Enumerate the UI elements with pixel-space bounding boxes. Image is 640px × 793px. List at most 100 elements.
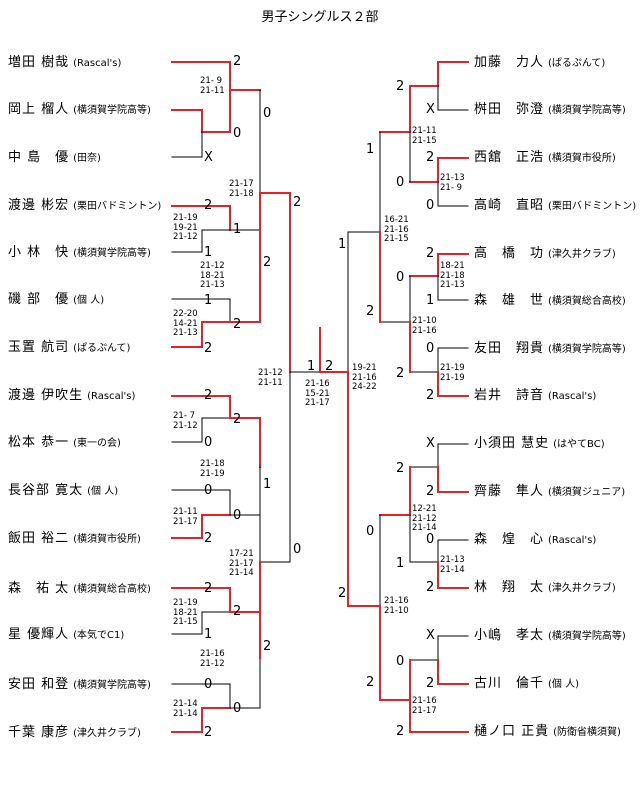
result-watanabe2: 2 <box>204 388 213 403</box>
line-r-ga1 <box>379 85 411 133</box>
result-r-sf-a: 1 <box>338 237 347 252</box>
result-chiba-r2: 0 <box>233 701 242 716</box>
left-player-5: 小 林 快(横須賀学院高等) <box>8 245 151 260</box>
right-player-9: 小須田 慧史(はやてBC) <box>474 436 605 451</box>
right-player-3: 西舘 正浩(横須賀市役所) <box>474 150 616 165</box>
score-l-l: 21-16 21-12 <box>200 649 225 669</box>
result-masuda: 2 <box>233 54 242 69</box>
line-l-yasuda <box>171 683 231 709</box>
line-l-matsumoto <box>171 417 231 443</box>
line-r-furukawa <box>437 659 469 685</box>
left-player-13: 星 優輝人(本気でC1) <box>8 627 125 642</box>
score-r-d: 18-21 21-18 21-13 <box>440 261 465 290</box>
line-l-gb2 <box>229 275 261 323</box>
right-player-12: 林 翔 太(津久井クラブ) <box>474 580 616 595</box>
score-r-g: 12-21 21-12 21-14 <box>412 504 437 533</box>
line-l-masuda <box>171 61 231 91</box>
result-kato-r2: 2 <box>396 79 405 94</box>
left-player-4: 渡邊 彬宏(栗田バドミントン) <box>8 198 162 213</box>
right-player-5: 高 橋 功(津久井クラブ) <box>474 246 616 261</box>
result-saito: 2 <box>426 484 435 499</box>
result-final-right: 2 <box>325 359 334 374</box>
score-l-g: 21- 7 21-12 <box>173 411 198 431</box>
result-qf-c: 1 <box>263 477 272 492</box>
result-r-qf-c: 0 <box>366 524 375 539</box>
score-r-i: 21-16 21-10 <box>384 596 409 616</box>
line-l-hasebe <box>171 489 231 516</box>
line-l-okagami <box>171 89 231 133</box>
score-l-j: 17-21 21-17 21-14 <box>229 549 254 578</box>
result-r-qf-a: 1 <box>366 142 375 157</box>
left-player-15: 千葉 康彦(津久井クラブ) <box>8 725 141 740</box>
line-l-kobayashi <box>171 229 231 253</box>
score-r-c: 16-21 21-16 21-15 <box>384 215 409 244</box>
line-l-gc1 <box>229 417 261 468</box>
result-kobayashi-r2: 1 <box>233 222 242 237</box>
score-r-j: 21-16 21-17 <box>412 696 437 716</box>
score-l-d: 21-12 18-21 21-13 <box>200 261 225 290</box>
line-r-iwai <box>437 371 469 397</box>
line-r-gc1 <box>379 466 411 516</box>
right-player-15: 樋ノ口 正貴(防衛省横須賀) <box>474 724 621 739</box>
score-final: 21-16 15-21 21-17 <box>305 379 330 408</box>
result-qf-d: 2 <box>263 639 272 654</box>
right-player-2: 桝田 弥澄(横須賀学院高等) <box>474 102 626 117</box>
result-sf-a: 2 <box>293 195 302 210</box>
left-player-6: 磯 部 優(個 人) <box>8 292 105 307</box>
line-r-saito <box>437 466 469 493</box>
line-r-mori <box>437 275 469 301</box>
result-r-mori: 1 <box>426 293 435 308</box>
line-l-iida <box>171 514 231 539</box>
result-iida: 2 <box>204 531 213 546</box>
line-r-masuda <box>437 85 469 111</box>
result-mori-r2: 2 <box>233 604 242 619</box>
right-player-1: 加藤 力人(ぱるぷんて) <box>474 55 606 70</box>
result-kojima: X <box>426 628 435 643</box>
result-saito-r2: 2 <box>396 461 405 476</box>
left-player-10: 長谷部 寛太(個 人) <box>8 483 119 498</box>
right-player-7: 友田 翔貴(横須賀学院高等) <box>474 341 626 356</box>
left-player-7: 玉置 航司(ぱるぷんて) <box>8 340 131 355</box>
score-r-a: 21-11 21-15 <box>412 126 437 146</box>
result-okagami: 0 <box>233 126 242 141</box>
score-l-f: 21-12 21-11 <box>258 368 283 388</box>
line-r-tomoda <box>409 347 469 373</box>
line-l-gd2 <box>229 657 261 709</box>
result-furukawa: 2 <box>426 676 435 691</box>
result-qf-b: 2 <box>263 255 272 270</box>
line-r-qf1-a <box>347 131 381 233</box>
score-l-c: 21-19 19-21 21-12 <box>173 213 198 242</box>
result-takahashi-r2: 0 <box>396 270 405 285</box>
right-player-14: 古川 倫千(個 人) <box>474 676 579 691</box>
result-matsumoto: 0 <box>204 435 213 450</box>
line-r-mori2 <box>409 539 469 563</box>
score-l-e: 22-20 14-21 21-13 <box>173 309 198 338</box>
score-l-m: 21-14 21-14 <box>173 699 198 719</box>
line-l-qf1-b <box>259 192 291 277</box>
line-r-hayashi <box>437 561 469 589</box>
right-player-10: 齊藤 隼人(横須賀ジュニア) <box>474 484 626 499</box>
line-l-sf-b <box>289 371 321 563</box>
right-player-13: 小嶋 孝太(横須賀学院高等) <box>474 628 626 643</box>
line-r-nishidate <box>409 157 469 183</box>
result-hasebe: 0 <box>204 483 213 498</box>
result-qf-a: 0 <box>263 106 272 121</box>
bracket-title: 男子シングルス２部 <box>261 10 379 25</box>
result-hoshi: 1 <box>204 627 213 642</box>
score-r-e: 21-10 21-16 <box>412 316 437 336</box>
result-hayashi: 2 <box>426 580 435 595</box>
result-iwai-r2: 2 <box>396 366 405 381</box>
line-l-isobe <box>171 298 231 323</box>
score-l-i: 21-11 21-17 <box>173 507 198 527</box>
line-r-kosuda <box>409 443 469 468</box>
result-yasuda: 0 <box>204 677 213 692</box>
score-l-k: 21-19 18-21 21-15 <box>173 598 198 627</box>
result-mori: 2 <box>204 581 213 596</box>
line-r-takasaki <box>437 181 469 207</box>
result-iwai: 2 <box>426 388 435 403</box>
line-r-kato <box>409 61 469 87</box>
line-l-mori <box>171 587 231 613</box>
left-player-8: 渡邊 伊吹生(Rascal's) <box>8 388 136 403</box>
left-player-9: 松本 恭一(東一の会) <box>8 435 121 450</box>
